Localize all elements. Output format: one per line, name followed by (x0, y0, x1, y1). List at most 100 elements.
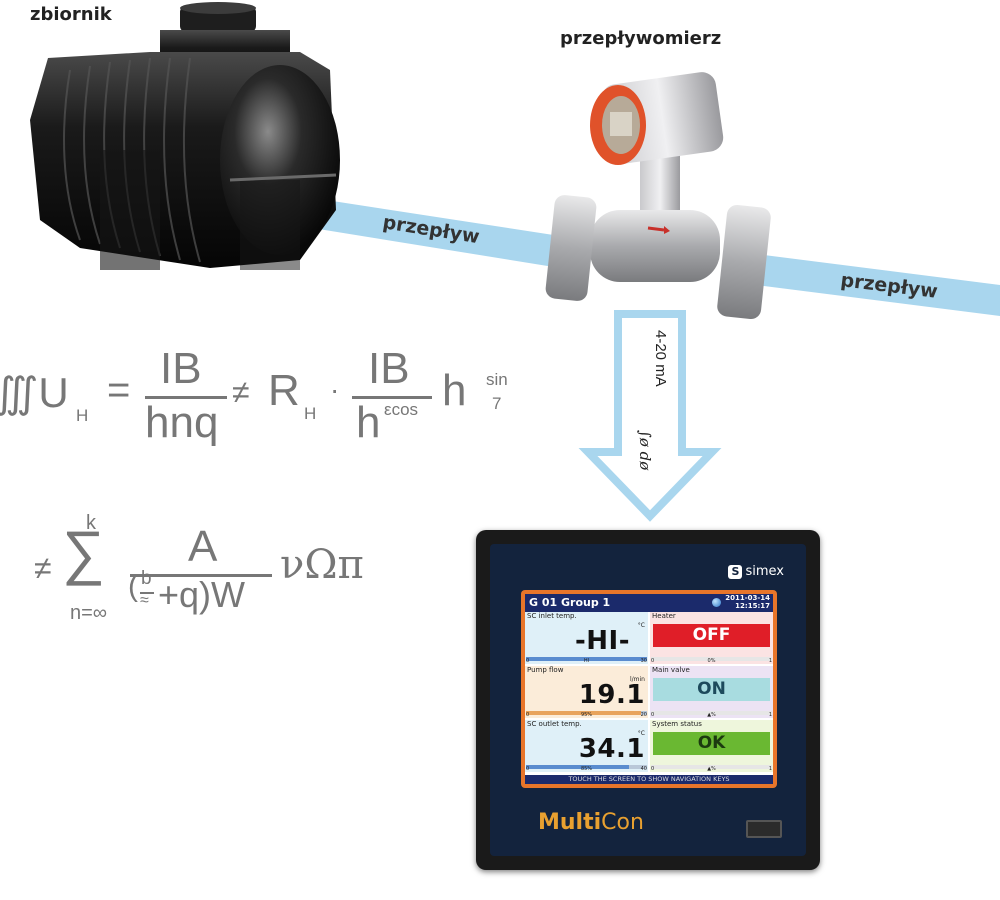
tile-bar (526, 711, 647, 715)
tile-title: SC inlet temp. (527, 612, 577, 620)
frac3-den-rest: +q)W (158, 574, 246, 615)
state-box: OK (653, 732, 770, 755)
tile-title: SC outlet temp. (527, 720, 582, 728)
signal-arrow (578, 310, 722, 522)
pipe-left (300, 196, 560, 268)
h-symbol: h (442, 366, 467, 415)
frac3-bar (130, 574, 272, 577)
multicon-device: S simex G 01 Group 1 2011-03-14 12:15:17… (476, 530, 820, 870)
tile-title: System status (652, 720, 702, 728)
formula-tail: νΩπ (280, 542, 364, 588)
tile-unit: °C (637, 730, 645, 737)
scale-min: 0 (651, 766, 655, 772)
frac2-bar (352, 396, 432, 399)
formula-line-2: ≠ k ∑ n=∞ A ( b ≈ +q)W νΩπ (0, 512, 440, 632)
tile-bar (651, 657, 772, 661)
multicon-logo: MultiCon (538, 810, 644, 835)
scale-mid: ▲% (707, 712, 716, 718)
signal-label: 4-20 mA (652, 330, 669, 387)
tile-scale: 0 ▲% 1 (651, 766, 772, 772)
flowmeter-illustration (545, 72, 771, 320)
multicon-rest: Con (601, 810, 644, 835)
frac3-den-b-bar (140, 592, 154, 594)
tile-value: 19.1 (578, 680, 645, 710)
sum-upper: k (86, 512, 96, 534)
device-screen[interactable]: G 01 Group 1 2011-03-14 12:15:17 SC inle… (521, 590, 777, 788)
r-symbol: R (268, 366, 300, 415)
tile-value: -HI- (574, 626, 630, 656)
sup-sin: sin (486, 370, 508, 389)
usb-port (746, 820, 782, 838)
scale-max: 20 (640, 712, 647, 718)
group-title: G 01 Group 1 (529, 596, 611, 609)
scale-min: 0 (526, 712, 530, 718)
equals-sign: = (107, 368, 131, 412)
scale-min: 0 (651, 658, 655, 664)
triple-integral-u: ∭U (0, 369, 69, 416)
tile-scale: 0 85% 40 (526, 766, 647, 772)
state-box: OFF (653, 624, 770, 647)
tile-sc-outlet-temp[interactable]: SC outlet temp. °C 34.1 0 85% 40 (525, 720, 648, 772)
frac1-bar (145, 396, 227, 399)
tile-bar (651, 765, 772, 769)
scale-min: 0 (651, 712, 655, 718)
tile-bar (526, 765, 647, 769)
tile-title: Pump flow (527, 666, 564, 674)
frac3-num: A (188, 522, 218, 571)
frac3-den-approx: ≈ (140, 592, 149, 609)
simex-brand: S simex (728, 564, 784, 579)
tile-sc-inlet-temp[interactable]: SC inlet temp. °C -HI- 0 HI 30 (525, 612, 648, 664)
formula-line-1: ∭U H = IB hnq ≠ R H · IB h εcos h sin 7 (0, 344, 560, 458)
tile-scale: 0 95% 20 (526, 712, 647, 718)
state-box: ON (653, 678, 770, 701)
scale-max: 1 (768, 712, 772, 718)
scale-max: 1 (768, 766, 772, 772)
frac3-den-paren: ( (128, 570, 138, 603)
tile-system-status[interactable]: System status OK 0 ▲% 1 (650, 720, 773, 772)
sigma-sign: ∑ (62, 519, 105, 586)
frac2-num: IB (368, 344, 410, 393)
screen-header: G 01 Group 1 2011-03-14 12:15:17 (525, 594, 773, 612)
tile-scale: 0 ▲% 1 (651, 712, 772, 718)
dot-sign: · (330, 374, 340, 405)
time-text: 12:15:17 (735, 602, 770, 610)
scale-max: 30 (640, 658, 647, 664)
tank-label: zbiornik (30, 4, 112, 25)
scale-mid: HI (583, 658, 590, 664)
multicon-bold: Multi (538, 810, 602, 835)
frac1-den: hnq (145, 398, 219, 447)
tile-title: Main valve (652, 666, 690, 674)
sub-h-1: H (76, 406, 89, 425)
tile-bar (651, 711, 772, 715)
simex-text: simex (745, 564, 784, 579)
tank-illustration (30, 2, 340, 270)
tile-heater[interactable]: Heater OFF 0 0% 1 (650, 612, 773, 664)
tile-unit: l/min (629, 676, 645, 683)
tile-bar (526, 657, 647, 661)
date-text: 2011-03-14 (725, 594, 770, 602)
simex-logo-icon: S (728, 564, 743, 579)
tile-main-valve[interactable]: Main valve ON 0 ▲% 1 (650, 666, 773, 718)
scale-mid: ▲% (707, 766, 716, 772)
scale-min: 0 (526, 766, 530, 772)
tile-bar-fill (526, 711, 641, 715)
screen-footer: TOUCH THE SCREEN TO SHOW NAVIGATION KEYS (525, 775, 773, 784)
scale-max: 1 (768, 658, 772, 664)
tile-pump-flow[interactable]: Pump flow l/min 19.1 0 95% 20 (525, 666, 648, 718)
scale-mid: 0% (707, 658, 716, 664)
frac1-num: IB (160, 344, 202, 393)
frac2-den: h (356, 398, 381, 447)
pipe-right (740, 252, 1000, 316)
tile-bar-fill (526, 657, 647, 661)
tile-unit: °C (637, 622, 645, 629)
tile-scale: 0 HI 30 (526, 658, 647, 664)
frac2-den-sup: εcos (384, 400, 419, 419)
datetime: 2011-03-14 12:15:17 (725, 594, 770, 610)
neq-sign-2: ≠ (34, 550, 52, 586)
sup-7: 7 (492, 394, 502, 413)
sum-lower: n=∞ (70, 602, 108, 624)
neq-sign-1: ≠ (232, 374, 250, 410)
screen-inner: G 01 Group 1 2011-03-14 12:15:17 SC inle… (525, 594, 773, 784)
globe-icon (712, 598, 721, 607)
